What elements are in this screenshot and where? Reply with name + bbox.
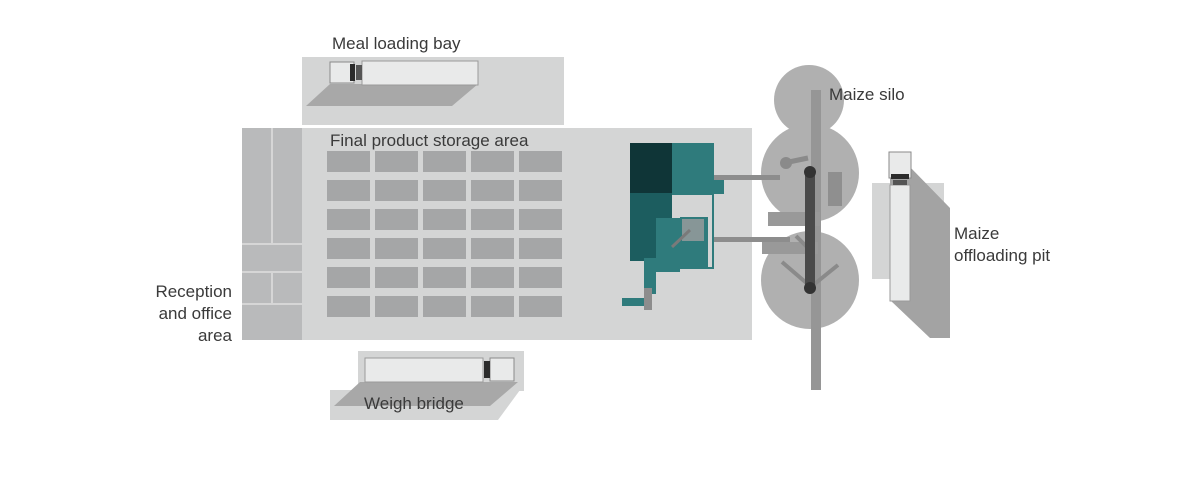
pallet bbox=[375, 151, 418, 172]
pallet bbox=[471, 209, 514, 230]
weigh-truck-shadow bbox=[334, 382, 518, 406]
meal-loading-truck-shadow bbox=[306, 84, 478, 106]
silo-outlet-1 bbox=[828, 172, 842, 206]
pallet bbox=[375, 296, 418, 317]
conveyor-lower bbox=[690, 237, 790, 242]
meal-loading-bay-label: Meal loading bay bbox=[332, 34, 461, 53]
pallet bbox=[327, 209, 370, 230]
pallet bbox=[423, 180, 466, 201]
pallet bbox=[519, 151, 562, 172]
pallet bbox=[375, 209, 418, 230]
silo-conveyor-column bbox=[811, 90, 821, 390]
maize-silo-top bbox=[774, 65, 844, 135]
weigh-bridge-truck bbox=[364, 357, 515, 383]
silo-arm-3 bbox=[810, 263, 840, 288]
reception-label-line1: Reception bbox=[155, 282, 232, 301]
reception-label-line3: area bbox=[197, 326, 232, 345]
maize-silo-label: Maize silo bbox=[829, 85, 905, 104]
pallet bbox=[327, 151, 370, 172]
reception-office-building bbox=[242, 128, 302, 340]
elevator-belt bbox=[805, 170, 815, 290]
pallet bbox=[423, 238, 466, 259]
pallet bbox=[471, 180, 514, 201]
pallet bbox=[519, 180, 562, 201]
elevator-bottom-pulley bbox=[804, 282, 816, 294]
pallet bbox=[471, 238, 514, 259]
pallet bbox=[375, 180, 418, 201]
pallet bbox=[423, 267, 466, 288]
mill-building bbox=[622, 143, 724, 310]
maize-offloading-pit-label-line1: Maize bbox=[954, 224, 1000, 243]
pallet bbox=[327, 296, 370, 317]
pallet bbox=[471, 151, 514, 172]
conveyor-upper bbox=[680, 175, 780, 180]
pallet bbox=[327, 267, 370, 288]
pallet bbox=[375, 238, 418, 259]
pallet-grid bbox=[327, 151, 562, 317]
pallet bbox=[519, 267, 562, 288]
pallet bbox=[519, 238, 562, 259]
offloading-truck bbox=[888, 151, 912, 302]
pallet bbox=[327, 180, 370, 201]
pallet bbox=[423, 209, 466, 230]
maize-offloading-pit-label-line2: offloading pit bbox=[954, 246, 1051, 265]
pallet bbox=[519, 209, 562, 230]
elevator-top-pulley bbox=[804, 166, 816, 178]
reception-label-line2: and office bbox=[158, 304, 232, 323]
meal-loading-truck bbox=[329, 60, 479, 86]
pallet bbox=[327, 238, 370, 259]
pallet bbox=[375, 267, 418, 288]
pallet bbox=[423, 151, 466, 172]
silo-arm-knob bbox=[780, 157, 792, 169]
pallet bbox=[423, 296, 466, 317]
pallet bbox=[471, 267, 514, 288]
final-product-storage-label: Final product storage area bbox=[330, 131, 529, 150]
weigh-bridge-label: Weigh bridge bbox=[364, 394, 464, 413]
pallet bbox=[471, 296, 514, 317]
pallet bbox=[519, 296, 562, 317]
